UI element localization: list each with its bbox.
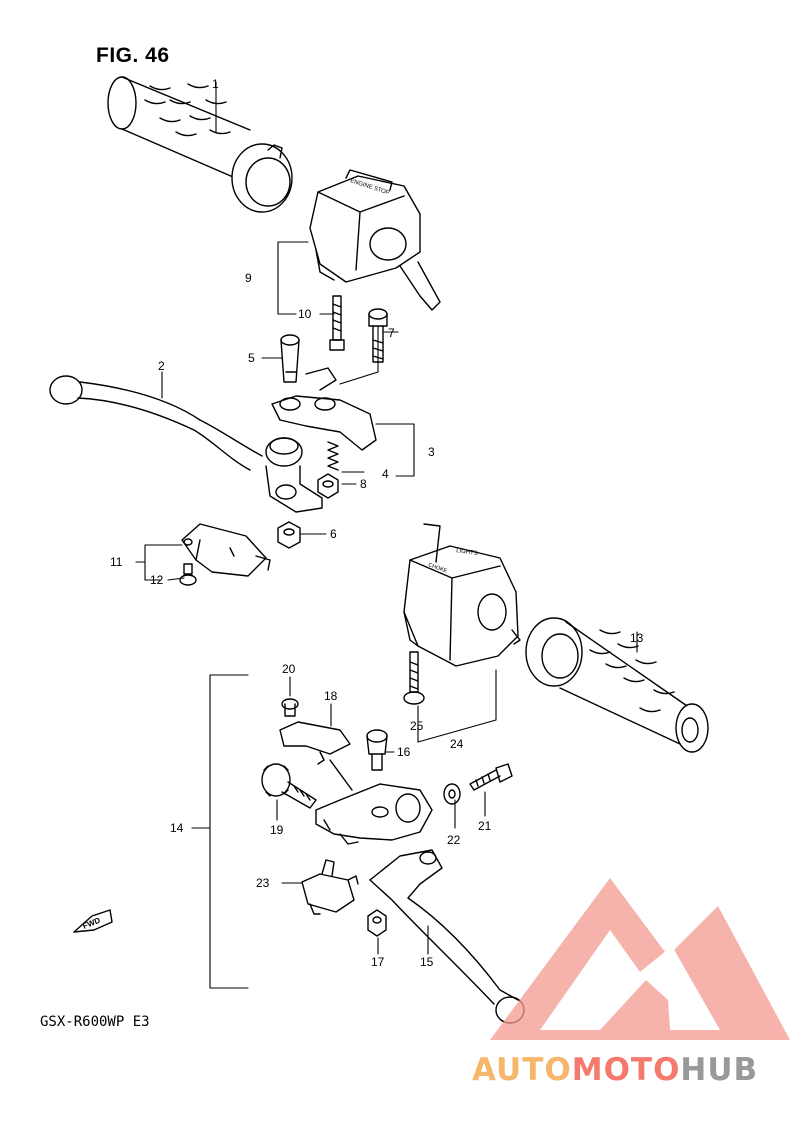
part-8-nut [317, 473, 339, 499]
callout-1: 1 [212, 77, 219, 91]
part-25-screw [403, 651, 425, 705]
part-10-screw [329, 295, 345, 351]
choke-engraving: CHOKE [427, 562, 448, 574]
callout-23: 23 [256, 876, 270, 890]
part-14-clutch-lever-holder [315, 759, 433, 845]
callout-9: 9 [245, 271, 252, 285]
part-4-spring [327, 441, 339, 471]
part-13-handlebar-grip [525, 617, 709, 753]
callout-15: 15 [420, 955, 434, 969]
callout-6: 6 [330, 527, 337, 541]
callout-25: 25 [410, 719, 424, 733]
callout-21: 21 [478, 819, 492, 833]
part-22-washer [443, 783, 461, 805]
callout-16: 16 [397, 745, 411, 759]
callout-19: 19 [270, 823, 284, 837]
lights-engraving: LIGHTS [456, 548, 478, 557]
part-9-right-switch-housing [309, 169, 441, 311]
callout-3: 3 [428, 445, 435, 459]
part-1-throttle-grip [107, 76, 293, 213]
callout-7: 7 [388, 326, 395, 340]
part-17-nut [367, 909, 387, 937]
watermark-text: AUTOMOTOHUB [472, 1052, 758, 1088]
callout-14: 14 [170, 821, 184, 835]
leader-lines [135, 81, 638, 989]
callout-8: 8 [360, 477, 367, 491]
callout-24: 24 [450, 737, 464, 751]
callout-12: 12 [150, 573, 164, 587]
part-11-brake-light-switch [181, 523, 271, 577]
watermark-auto: AUTO [472, 1052, 572, 1088]
callout-10: 10 [298, 307, 312, 321]
figure-title: FIG. 46 [96, 44, 170, 67]
part-6-nut [277, 521, 301, 549]
callout-22: 22 [447, 833, 461, 847]
part-3-lever-holder [265, 367, 377, 513]
callout-17: 17 [371, 955, 385, 969]
part-20-screw [281, 698, 299, 717]
forward-direction-arrow [73, 909, 113, 933]
part-19-lever-adjuster [261, 763, 317, 809]
automotohub-logo [490, 878, 790, 1040]
model-code: GSX-R600WP E3 [40, 1014, 150, 1030]
callout-13: 13 [630, 631, 644, 645]
callout-11: 11 [110, 555, 123, 569]
part-18-clutch-switch-plate [279, 721, 351, 765]
watermark-moto: MOTO [571, 1052, 681, 1088]
part-15-clutch-lever [369, 849, 525, 1024]
watermark-hub: HUB [680, 1052, 759, 1088]
part-24-left-switch-housing [403, 523, 521, 667]
part-12-screw [179, 563, 197, 586]
callout-labels: 1 2 3 4 5 6 7 8 9 10 11 12 13 14 15 16 1… [110, 77, 644, 969]
part-23-clutch-switch [301, 859, 359, 915]
part-21-bolt [469, 763, 513, 791]
callout-4: 4 [382, 467, 389, 481]
part-16-bolt [366, 729, 388, 771]
callout-20: 20 [282, 662, 296, 676]
callout-18: 18 [324, 689, 338, 703]
part-2-brake-lever [49, 375, 263, 471]
callout-5: 5 [248, 351, 255, 365]
part-5-pivot-bolt [280, 334, 300, 383]
callout-2: 2 [158, 359, 165, 373]
